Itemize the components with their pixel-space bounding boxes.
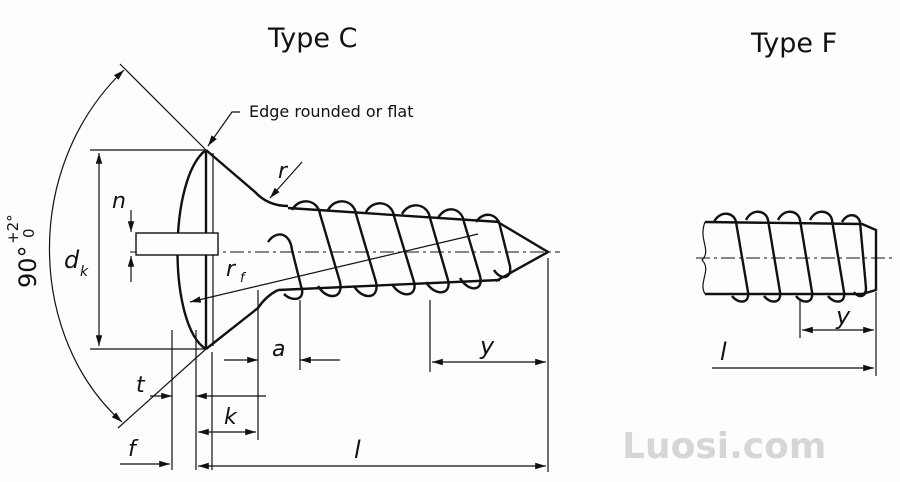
a-label: a [272, 337, 285, 362]
yF-label: y [835, 302, 851, 330]
rf-sub: f [240, 271, 247, 286]
angle-ray-bottom [117, 348, 207, 429]
t-label: t [136, 373, 146, 398]
screw-point [495, 219, 551, 283]
angle-tol-upper: +2° [4, 214, 22, 244]
y-label: y [479, 332, 495, 360]
angle-label-group: 90° +2° 0 [4, 214, 42, 288]
r-leader [269, 161, 303, 199]
type-f-title: Type F [750, 28, 837, 59]
angle-arc [48, 69, 125, 423]
f-label: f [128, 437, 139, 462]
thread-crests-f [712, 210, 868, 303]
rf-label: r [226, 257, 237, 282]
angle-label: 90° [14, 245, 42, 288]
angle-ray-top [119, 63, 207, 151]
countersink-top [205, 149, 289, 208]
rf-leader [189, 233, 479, 303]
type-c-dimensions: Edge rounded or flat 90° +2° 0 d k n r r… [4, 63, 549, 472]
lF-label: l [720, 338, 727, 366]
dk-sub: k [80, 264, 89, 280]
type-c-title: Type C [267, 23, 357, 54]
edge-note: Edge rounded or flat [249, 102, 414, 121]
n-label: n [112, 189, 126, 214]
edge-note-leader [207, 111, 240, 147]
type-f-screw: y l [696, 210, 892, 376]
head-slot [135, 232, 219, 256]
dk-label: d [64, 246, 80, 274]
r-label: r [278, 159, 289, 184]
shank-f-outline [704, 220, 878, 296]
countersink-bottom [205, 288, 279, 350]
k-label: k [224, 405, 238, 430]
shank-f-break [701, 221, 707, 295]
thread-crests [267, 200, 512, 301]
l-label: l [354, 436, 361, 464]
type-c-screw [130, 149, 560, 351]
watermark: Luosi.com [622, 426, 826, 467]
angle-tol-lower: 0 [20, 228, 38, 238]
